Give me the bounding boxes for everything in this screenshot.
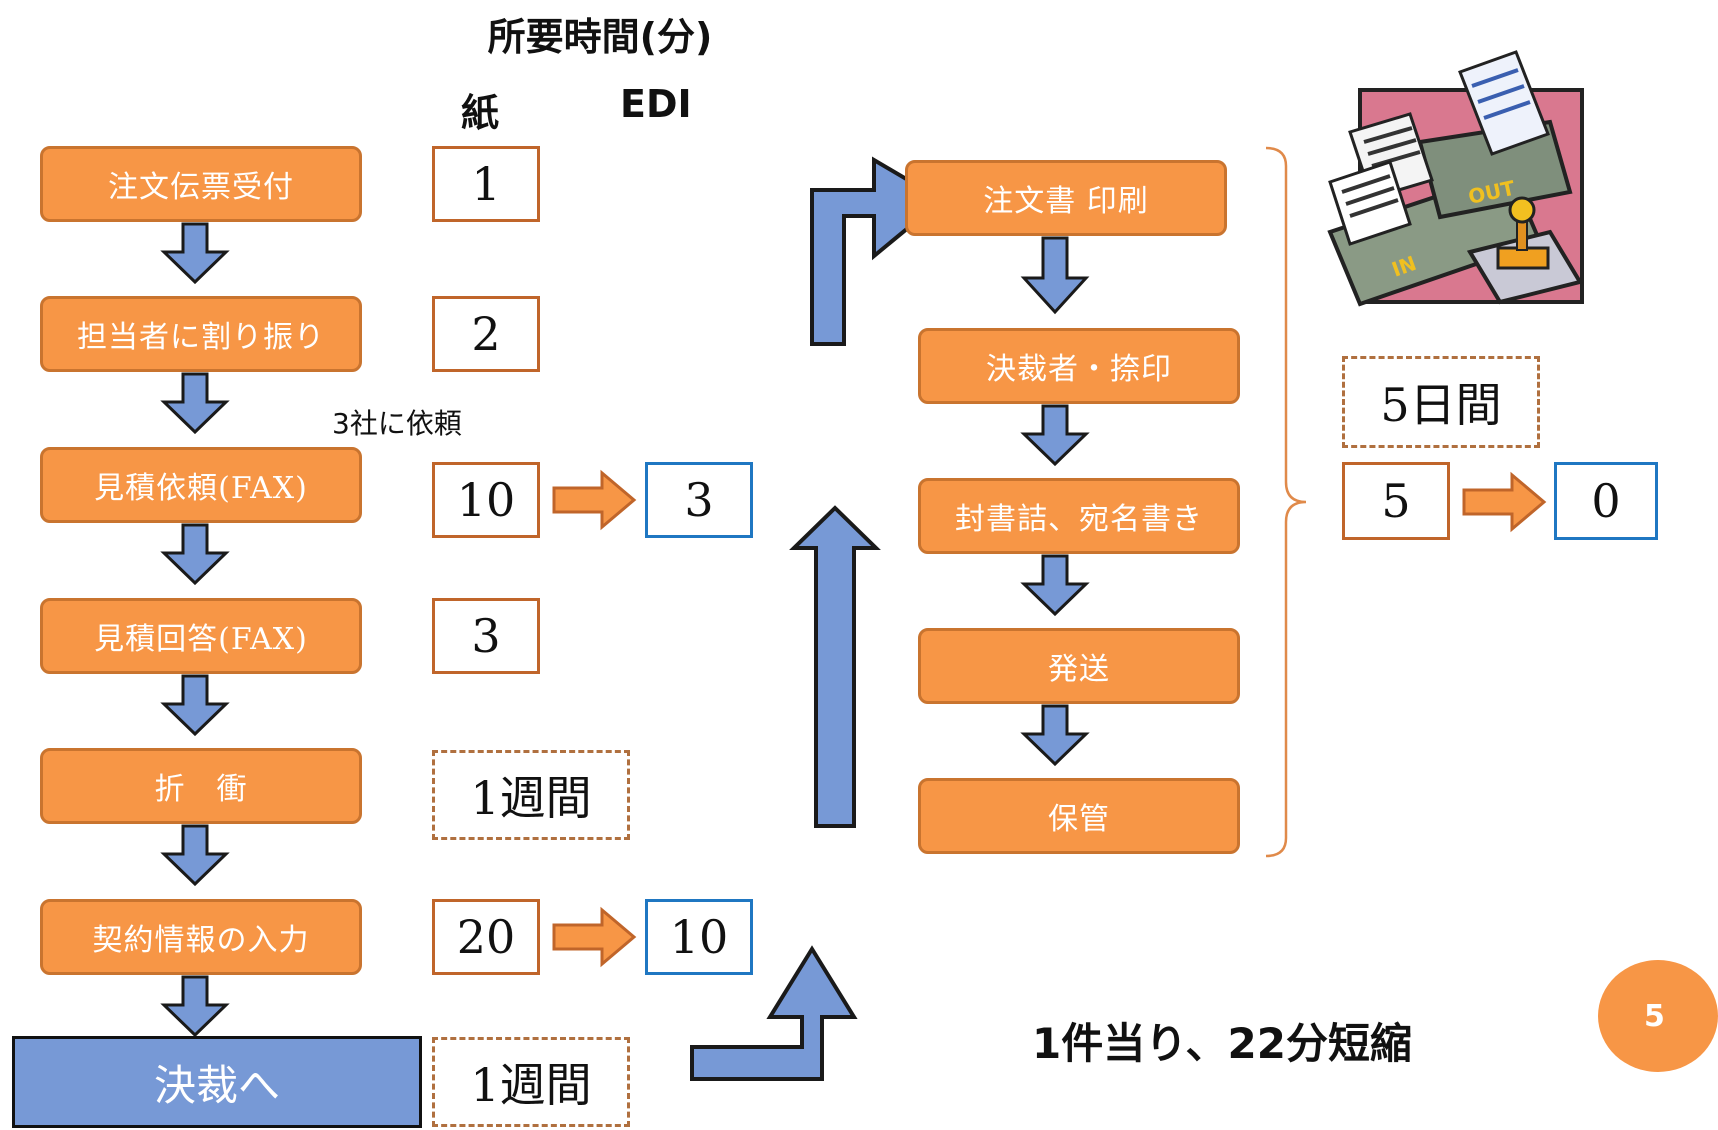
column-header-paper: 紙 — [460, 91, 499, 135]
bent-up-arrow-icon — [690, 945, 858, 1081]
paper-value-6: 20 — [432, 899, 540, 975]
chart-title: 所要時間(分) — [487, 15, 713, 59]
step-order-slip-receipt: 注文伝票受付 — [40, 146, 362, 222]
right-days-value: 5日間 — [1342, 356, 1540, 448]
paper-value-final: 1週間 — [432, 1037, 630, 1127]
right-arrow-icon — [552, 469, 637, 531]
step-negotiation: 折 衝 — [40, 748, 362, 824]
down-arrow-icon — [160, 372, 230, 435]
down-arrow-icon — [160, 523, 230, 586]
page-number-badge: 5 — [1598, 960, 1718, 1072]
up-arrow-icon — [789, 505, 881, 828]
step-assign-staff: 担当者に割り振り — [40, 296, 362, 372]
step-quote-request-fax: 見積依頼(FAX) — [40, 447, 362, 523]
paper-value-3: 10 — [432, 462, 540, 538]
step-print-order: 注文書 印刷 — [905, 160, 1227, 236]
column-header-edi: EDI — [620, 82, 692, 126]
down-arrow-icon — [160, 824, 230, 887]
down-arrow-icon — [1020, 704, 1090, 767]
note-three-companies: 3社に依頼 — [332, 407, 462, 440]
down-arrow-icon — [1020, 554, 1090, 617]
paper-value-4: 3 — [432, 598, 540, 674]
right-edi-value: 0 — [1554, 462, 1658, 540]
down-arrow-icon — [1020, 236, 1090, 315]
step-storage: 保管 — [918, 778, 1240, 854]
grouping-bracket — [1265, 146, 1307, 858]
step-contract-entry: 契約情報の入力 — [40, 899, 362, 975]
final-step-approval: 決裁へ — [12, 1036, 422, 1128]
paper-value-1: 1 — [432, 146, 540, 222]
paper-value-2: 2 — [432, 296, 540, 372]
step-quote-reply-fax: 見積回答(FAX) — [40, 598, 362, 674]
paper-value-5: 1週間 — [432, 750, 630, 840]
down-arrow-icon — [1020, 404, 1090, 467]
right-arrow-icon — [552, 906, 637, 968]
step-approver-stamp: 決裁者・捺印 — [918, 328, 1240, 404]
right-arrow-icon — [1462, 471, 1547, 533]
edi-value-quote-request: 3 — [645, 462, 753, 538]
down-arrow-icon — [160, 674, 230, 737]
right-paper-value: 5 — [1342, 462, 1450, 540]
down-arrow-icon — [160, 222, 230, 285]
down-arrow-icon — [160, 975, 230, 1038]
office-paperwork-icon: OUT IN — [1327, 50, 1584, 307]
step-dispatch: 発送 — [918, 628, 1240, 704]
edi-value-contract-entry: 10 — [645, 899, 753, 975]
step-envelope-address: 封書詰、宛名書き — [918, 478, 1240, 554]
summary-text: 1件当り、22分短縮 — [1032, 1019, 1412, 1068]
